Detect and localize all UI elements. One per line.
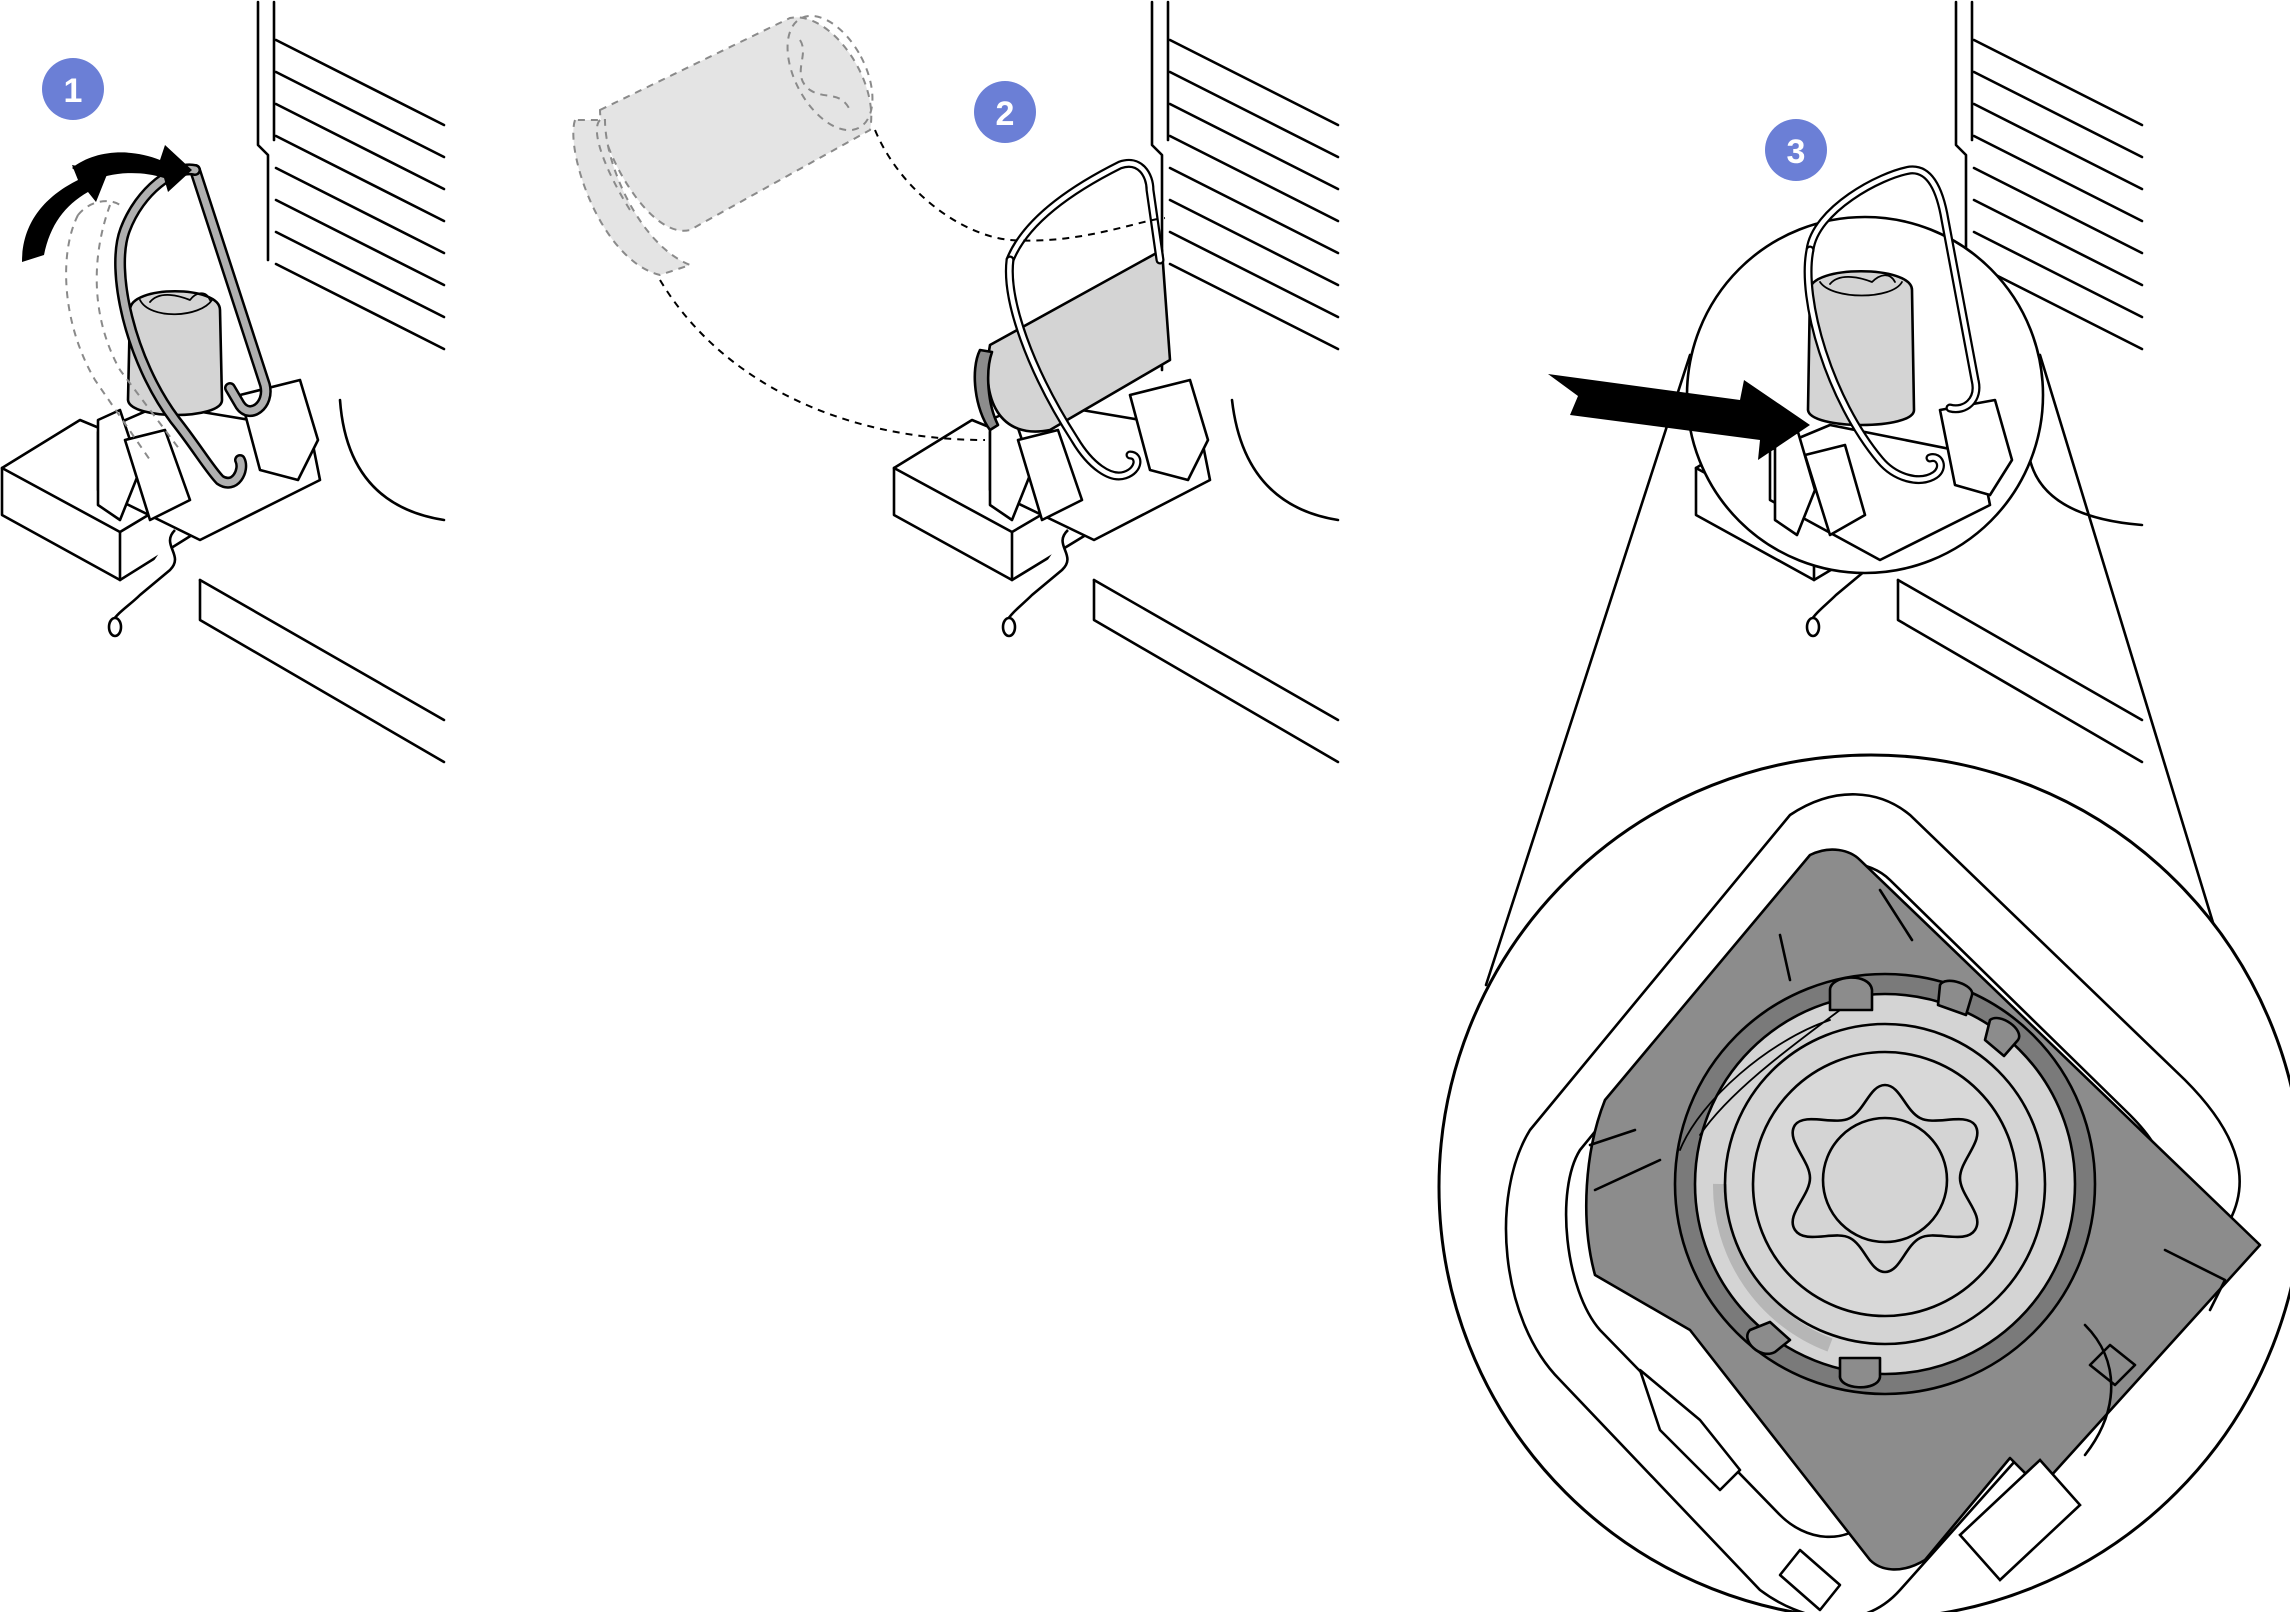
detail-view-socket-top — [1437, 753, 2290, 1612]
panel-1-heatsink-fins — [198, 0, 446, 764]
detail-ring-notches — [1746, 976, 2021, 1389]
panel-1-wire-bail — [65, 163, 272, 489]
detail-bail-segment — [1958, 1458, 2082, 1582]
step-1-number: 1 — [64, 72, 83, 110]
push-arrow-icon — [1548, 374, 1810, 460]
panel-2-remove-cap: 2 — [572, 0, 1340, 764]
step-3-number: 3 — [1787, 133, 1806, 171]
detail-middle-ring — [1723, 1022, 2047, 1346]
step-2-number: 2 — [996, 95, 1015, 133]
panel-3-magnified-socket — [1685, 165, 2045, 575]
panel-2-socket-base — [892, 248, 1212, 638]
panel-3-heatsink-fins — [1896, 0, 2144, 764]
panel-1-socket-base — [0, 289, 322, 638]
magnifier-callout — [1484, 353, 2234, 987]
panel-2-heatsink-fins — [1092, 0, 1340, 764]
panel-2-wire-bail — [1004, 158, 1165, 481]
panel-1-release-latch: 1 — [0, 0, 446, 764]
step-1-callout: 1 — [42, 58, 104, 120]
step-2-callout: 2 — [974, 81, 1036, 143]
rotate-arrow-icon — [22, 145, 192, 262]
panel-3-install-cap: 3 — [1484, 0, 2234, 987]
step-3-callout: 3 — [1765, 119, 1827, 181]
